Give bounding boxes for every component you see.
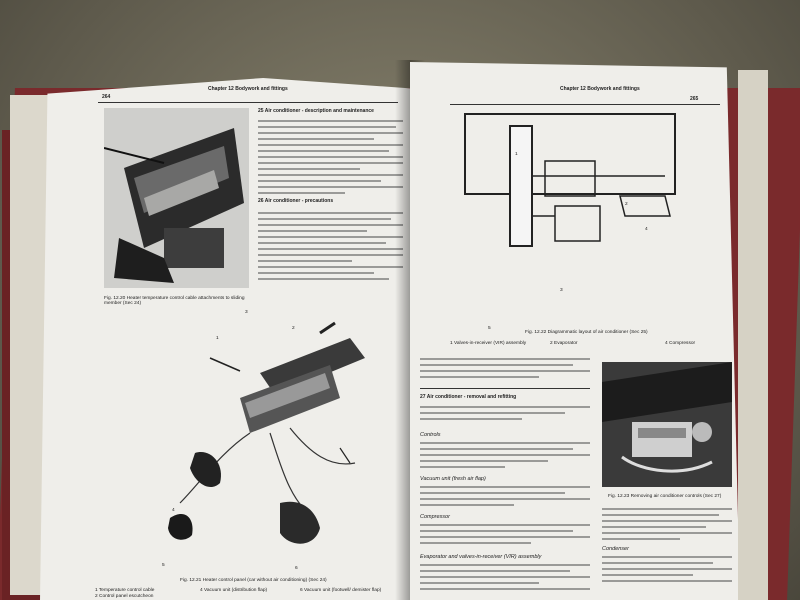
fig-12-23-photo [602, 362, 732, 487]
legend-item: 2 Control panel escutcheon [95, 594, 154, 599]
legend-item: 4 Vacuum unit (distribution flap) [200, 588, 268, 593]
diagram-callout-2: 2 [625, 202, 628, 207]
callout-6: 6 [295, 566, 298, 571]
diagram-callout-5: 5 [488, 326, 491, 331]
fig-12-21-drawing [168, 321, 365, 544]
fig-12-20-caption: Fig. 12.20 Heater temperature control ca… [104, 296, 245, 306]
sec27-title: 27 Air conditioner - removal and refitti… [420, 394, 517, 400]
header-rule [450, 104, 720, 105]
legend-item: 6 Vacuum unit (footwell/ demister flap) [300, 588, 382, 593]
compressor-text [420, 524, 590, 548]
callout-5: 5 [162, 563, 165, 568]
sec25-body-text [258, 120, 403, 198]
evaporator-text [420, 564, 590, 594]
sub-vacuum: Vacuum unit (fresh air flap) [420, 476, 486, 482]
sub-compressor: Compressor [420, 514, 450, 520]
sec25-title: 25 Air conditioner - description and mai… [258, 108, 374, 114]
sub-controls: Controls [420, 432, 441, 438]
legend-item: 4 Compressor [665, 341, 696, 346]
legend-item: 1 Valves-in-receiver (VIR) assembly [450, 341, 527, 346]
callout-2: 2 [292, 326, 295, 331]
diagram-callout-3: 3 [560, 288, 563, 293]
sub-evaporator: Evaporator and valves-in-receiver (VIR) … [420, 554, 542, 560]
intro-body-text [420, 358, 590, 382]
callout-3: 3 [245, 310, 248, 315]
fig-12-21-caption: Fig. 12.21 Heater control panel (car wit… [180, 578, 327, 583]
right-page-edges [738, 70, 768, 600]
header-rule [98, 102, 398, 103]
callout-1: 1 [216, 336, 219, 341]
right-page: Chapter 12 Bodywork and fittings 265 1 2… [410, 62, 740, 600]
controls-text [420, 442, 590, 472]
fig-12-22-diagram [464, 113, 676, 247]
diagram-callout-1: 1 [515, 152, 518, 157]
section-rule [420, 388, 590, 389]
legend-item: 2 Evaporator [550, 341, 578, 346]
condenser-text [602, 556, 732, 586]
fig-12-22-caption: Fig. 12.22 Diagrammatic layout of air co… [525, 330, 648, 335]
diagram-callout-4: 4 [645, 227, 648, 232]
callout-4: 4 [172, 508, 175, 513]
sec26-body-text [258, 212, 403, 284]
right-page-number: 265 [690, 96, 699, 102]
sec26-title: 26 Air conditioner - precautions [258, 198, 334, 204]
sub-condenser: Condenser [602, 546, 629, 552]
right-column-text [602, 508, 732, 544]
sec27-intro-text [420, 406, 590, 424]
fig-12-23-caption: Fig. 12.23 Removing air conditioner cont… [608, 494, 722, 499]
legend-item: 1 Temperature control cable [95, 588, 155, 593]
fig-12-20-photo [104, 108, 249, 288]
right-page-header: Chapter 12 Bodywork and fittings [560, 86, 640, 92]
left-page-number: 264 [102, 94, 111, 100]
left-page-header: Chapter 12 Bodywork and fittings [208, 86, 288, 92]
left-page: 264 Chapter 12 Bodywork and fittings Fig… [40, 78, 412, 600]
vacuum-text [420, 486, 590, 510]
